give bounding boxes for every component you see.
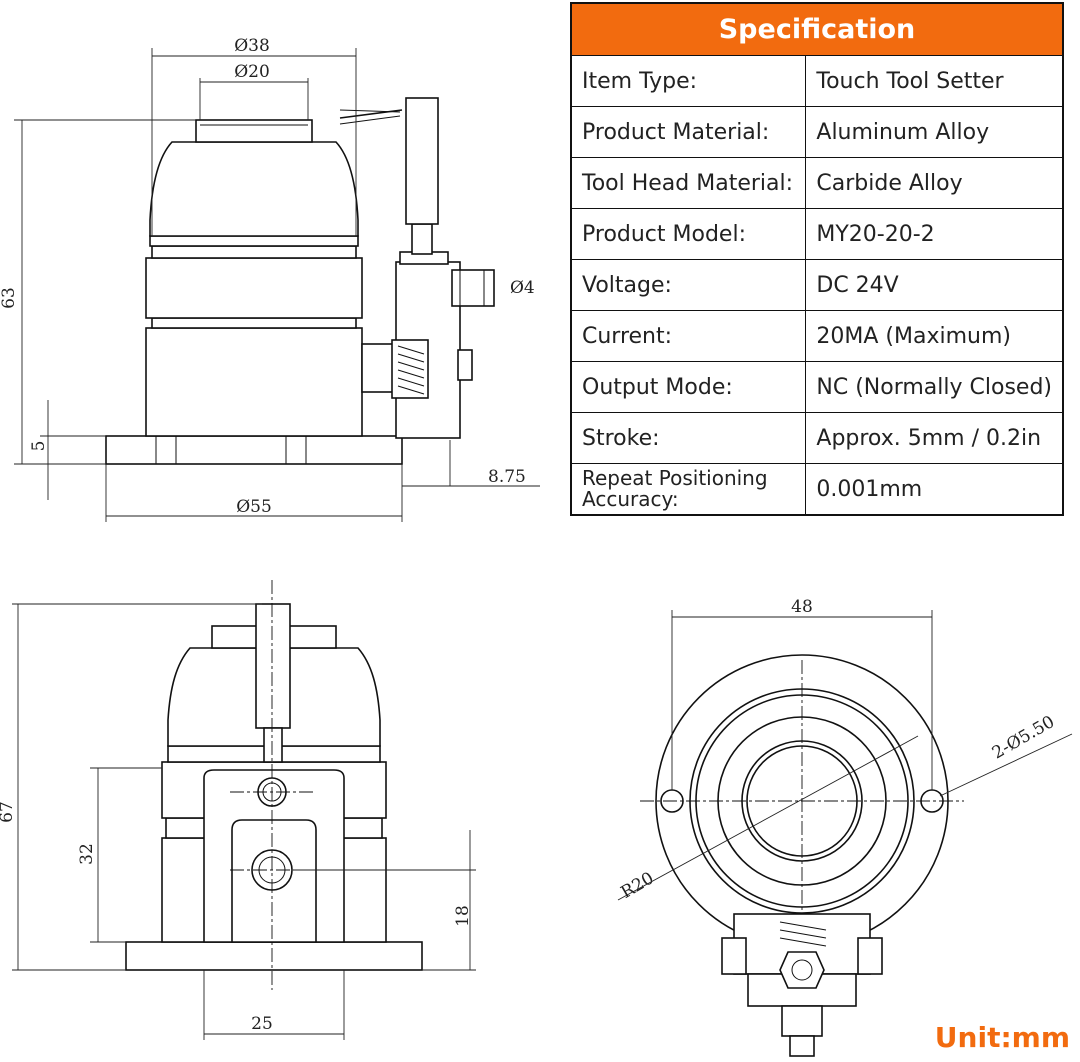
spec-title: Specification [570, 2, 1064, 56]
spec-value: 20MA (Maximum) [805, 310, 1064, 362]
spec-row: Tool Head Material:Carbide Alloy [570, 157, 1064, 209]
spec-label: Product Material: [570, 106, 807, 158]
top-view [617, 610, 1073, 1057]
dim-radius: R20 [618, 868, 658, 903]
spec-label: Stroke: [570, 412, 807, 464]
spec-row: Output Mode:NC (Normally Closed) [570, 361, 1064, 413]
spec-value: MY20-20-2 [805, 208, 1064, 260]
dim-front-height: 67 [0, 801, 17, 823]
dim-front-width: 25 [251, 1014, 273, 1034]
spec-value: 0.001mm [805, 463, 1064, 516]
spec-row: Item Type:Touch Tool Setter [570, 55, 1064, 107]
spec-row: Stroke:Approx. 5mm / 0.2in [570, 412, 1064, 464]
spec-row: Product Model:MY20-20-2 [570, 208, 1064, 260]
spec-value: DC 24V [805, 259, 1064, 311]
specification-table: Specification Item Type:Touch Tool Sette… [570, 2, 1064, 516]
dim-base-diameter: Ø55 [236, 497, 272, 517]
spec-value: Approx. 5mm / 0.2in [805, 412, 1064, 464]
spec-row: Product Material:Aluminum Alloy [570, 106, 1064, 158]
front-view [12, 580, 476, 1040]
spec-label: Product Model: [570, 208, 807, 260]
spec-row: Repeat Positioning Accuracy:0.001mm [570, 463, 1064, 516]
spec-value: Carbide Alloy [805, 157, 1064, 209]
spec-value: Touch Tool Setter [805, 55, 1064, 107]
spec-label: Current: [570, 310, 807, 362]
dim-offset: 8.75 [488, 467, 526, 487]
unit-label: Unit:mm [934, 1021, 1070, 1054]
spec-label: Repeat Positioning Accuracy: [570, 463, 807, 516]
spec-label: Output Mode: [570, 361, 807, 413]
dim-base-thickness: 5 [29, 441, 49, 452]
spec-row: Current:20MA (Maximum) [570, 310, 1064, 362]
dim-top-width: 48 [791, 597, 813, 617]
dim-side-height: 63 [0, 287, 19, 309]
spec-row: Voltage:DC 24V [570, 259, 1064, 311]
dim-front-port: 18 [453, 905, 473, 927]
dim-front-block: 32 [77, 843, 97, 865]
side-view [14, 48, 540, 522]
spec-value: NC (Normally Closed) [805, 361, 1064, 413]
spec-label: Voltage: [570, 259, 807, 311]
spec-label: Tool Head Material: [570, 157, 807, 209]
spec-label: Item Type: [570, 55, 807, 107]
dim-top-outer: Ø38 [234, 36, 270, 56]
spec-value: Aluminum Alloy [805, 106, 1064, 158]
dim-fitting: Ø4 [510, 278, 535, 298]
dim-top-inner: Ø20 [234, 62, 270, 82]
dim-mount-holes: 2-Ø5.50 [989, 712, 1058, 764]
